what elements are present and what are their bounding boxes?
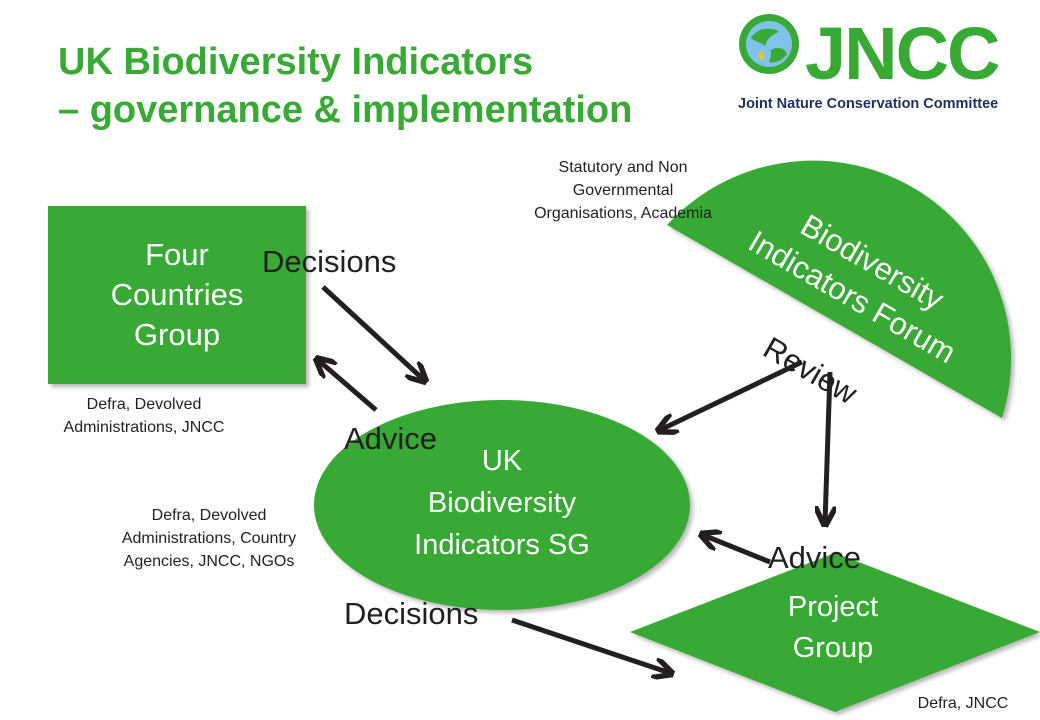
jncc-logo: JNCC Joint Nature Conservation Committee <box>735 10 1030 120</box>
sg-members-note: Defra, Devolved Administrations, Country… <box>84 504 334 573</box>
logo-wordmark: JNCC <box>805 12 1000 95</box>
decisions-top-label: Decisions <box>262 244 397 279</box>
four-countries-label: Four Countries Group <box>110 237 244 352</box>
advice-right-label: Advice <box>768 540 862 575</box>
arrow-advice-to-sg <box>703 535 771 565</box>
forum-members-line-1: Statutory and Non <box>558 159 688 176</box>
sg-members-line-2: Administrations, Country <box>121 530 297 547</box>
page-title: UK Biodiversity Indicators – governance … <box>58 38 632 134</box>
sg-members-line-3: Agencies, JNCC, NGOs <box>123 553 295 570</box>
project-label-line-2: Group <box>792 632 874 664</box>
project-group-label: Project Group <box>748 587 918 669</box>
logo-full-name: Joint Nature Conservation Committee <box>738 96 999 112</box>
decisions-bottom-label: Decisions <box>344 596 479 631</box>
four-countries-group-box: Four Countries Group <box>48 206 306 384</box>
four-members-line-1: Defra, Devolved <box>86 396 202 413</box>
uk-sg-label-line-2: Biodiversity <box>427 487 577 519</box>
four-members-line-2: Administrations, JNCC <box>63 419 225 436</box>
forum-members-note: Statutory and Non Governmental Organisat… <box>498 156 748 225</box>
forum-members-line-3: Organisations, Academia <box>534 205 712 222</box>
uk-sg-label-line-1: UK <box>481 445 523 477</box>
forum-shape <box>667 160 1012 418</box>
project-group-diamond <box>630 553 1040 712</box>
title-line-2: – governance & implementation <box>58 89 633 131</box>
advice-left-label: Advice <box>344 421 438 456</box>
four-members-note: Defra, Devolved Administrations, JNCC <box>30 393 258 439</box>
arrow-review-to-project <box>825 371 830 523</box>
uk-sg-ellipse <box>314 400 690 610</box>
uk-sg-label: UK Biodiversity Indicators SG <box>372 440 632 566</box>
arrow-decisions-to-sg <box>321 285 424 380</box>
title-line-1: UK Biodiversity Indicators <box>58 41 534 83</box>
project-label-line-1: Project <box>787 591 879 623</box>
project-members-note: Defra, JNCC <box>917 695 1009 712</box>
arrow-advice-to-four <box>318 360 378 412</box>
uk-sg-label-line-3: Indicators SG <box>414 529 590 561</box>
arrow-review-to-sg <box>660 359 804 430</box>
forum-members-line-2: Governmental <box>572 182 674 199</box>
sg-members-line-1: Defra, Devolved <box>151 507 267 524</box>
arrow-decisions-to-project <box>511 617 670 673</box>
globe-icon <box>739 14 799 74</box>
